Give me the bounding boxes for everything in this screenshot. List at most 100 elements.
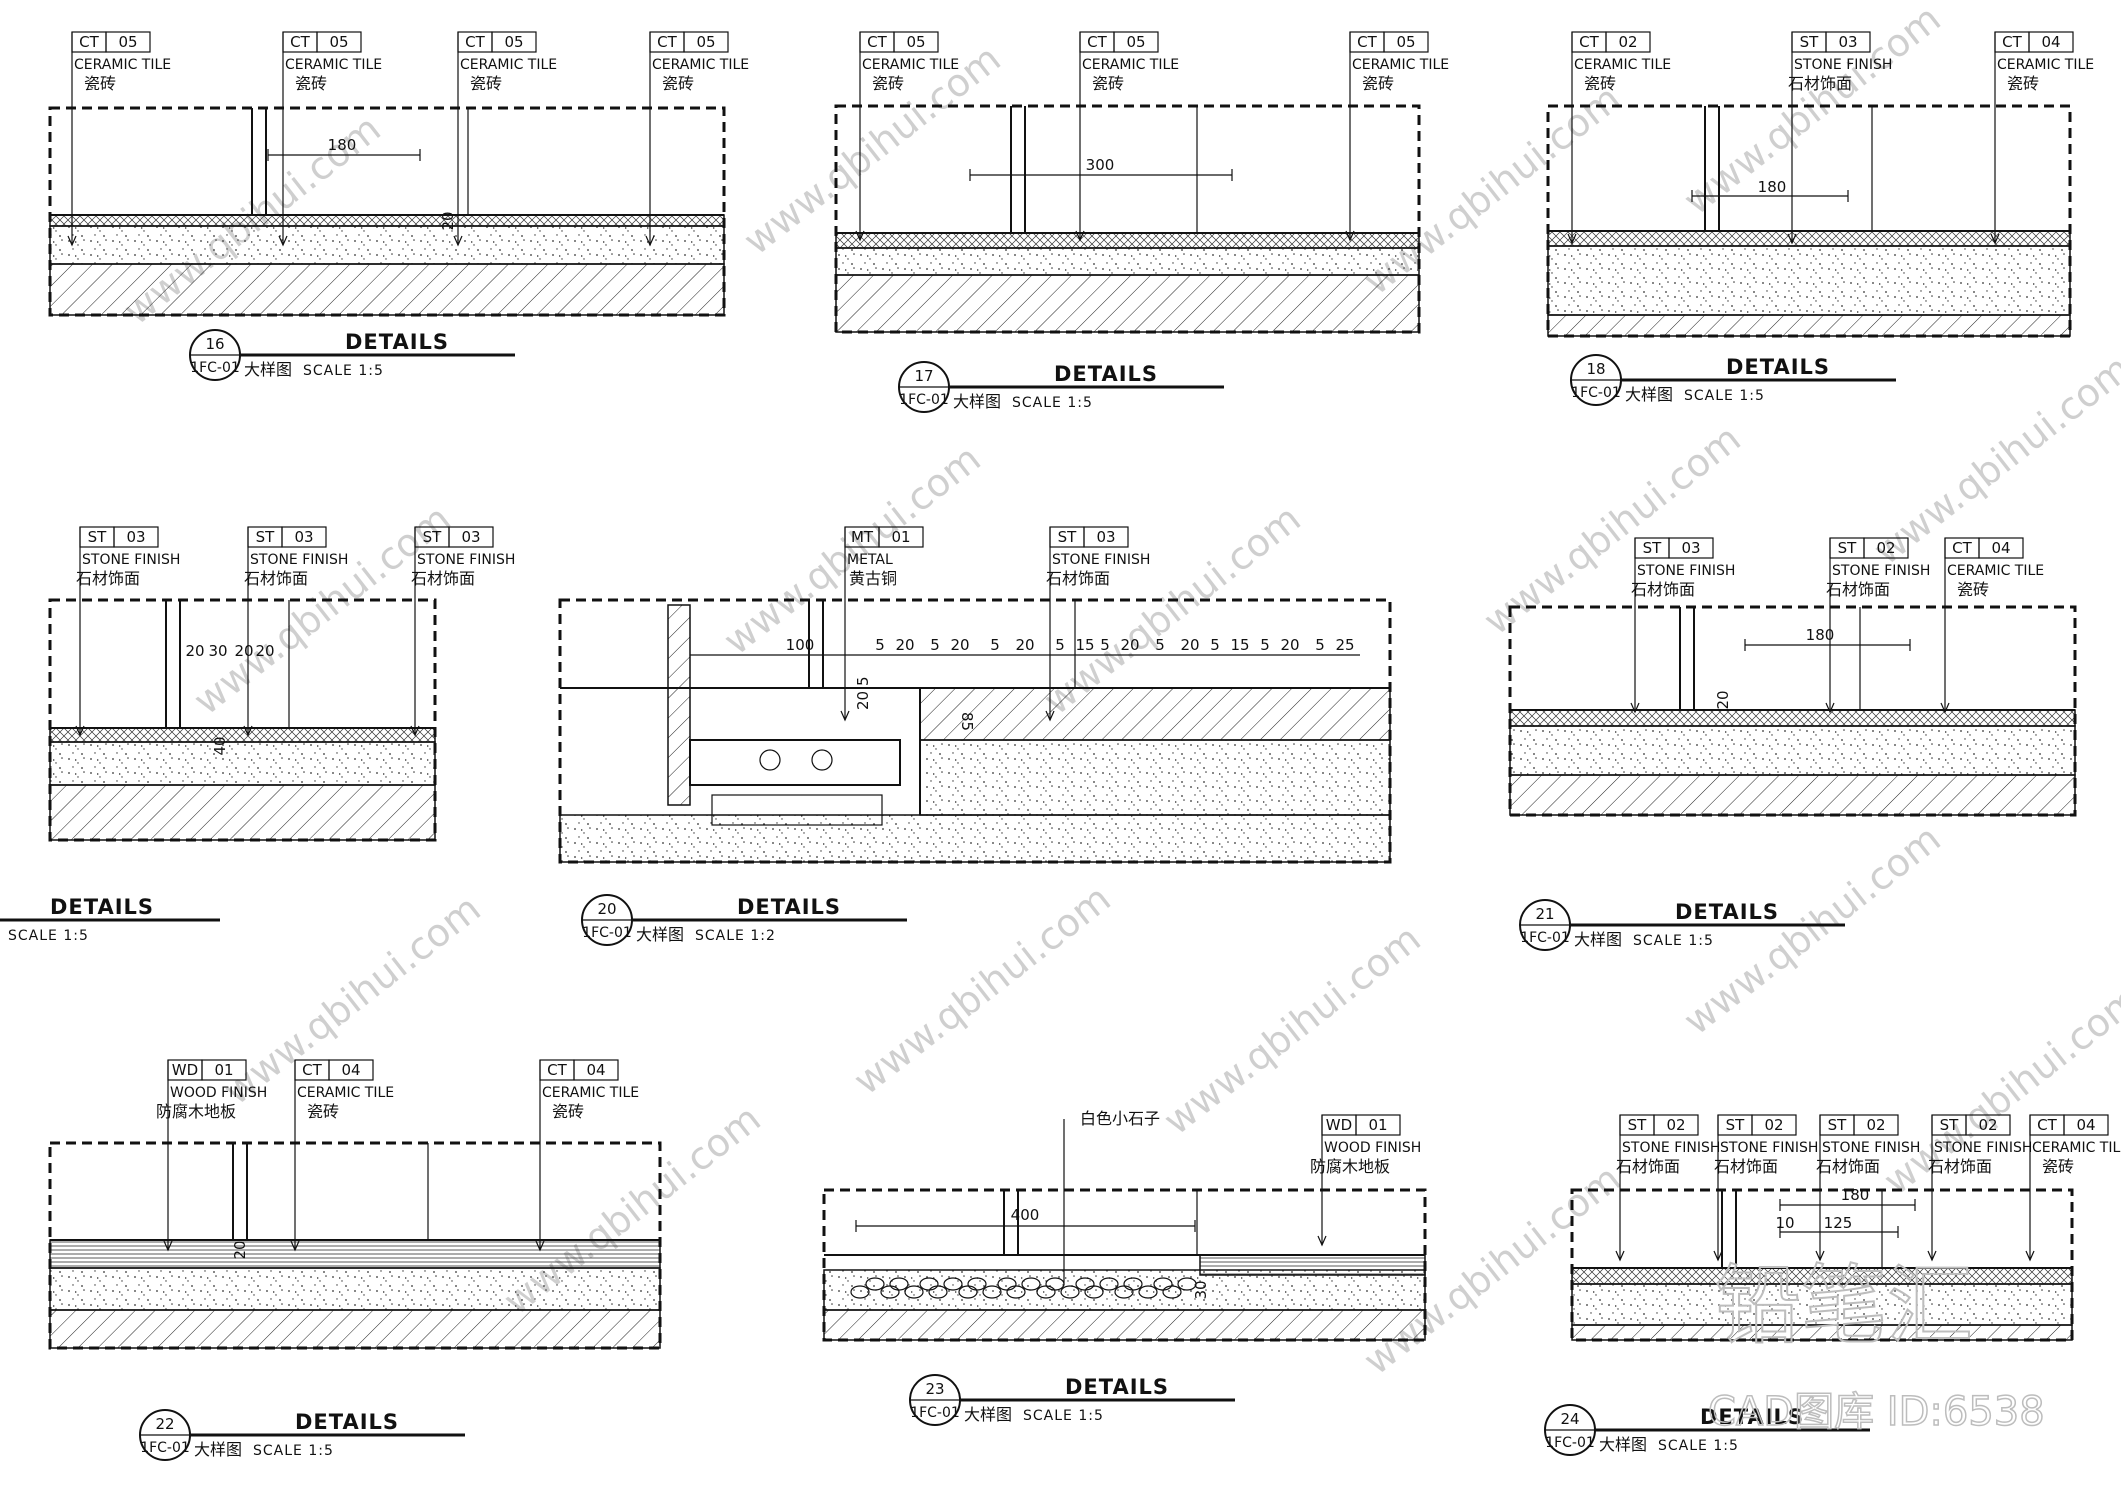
tag-material-en: CERAMIC TILE: [652, 57, 749, 73]
detail-title: DETAILS: [1700, 1405, 1804, 1429]
dimension: 180: [1691, 178, 1849, 202]
detail-sheet-ref: 1FC-01: [1520, 930, 1570, 946]
tag-material-en: CERAMIC TILE: [74, 57, 171, 73]
tag-code: CT: [465, 33, 485, 51]
tag-code: CT: [79, 33, 99, 51]
dimension-value: 180: [328, 136, 357, 154]
tag-code: ST: [256, 528, 276, 546]
dimension: 180: [267, 136, 421, 161]
dimension-value: 20: [1120, 636, 1139, 654]
tag-number-box: [1853, 1114, 1899, 1136]
brand-logo-text: 铅笔汇: [1715, 1256, 1973, 1356]
leader-arrow: [1075, 230, 1085, 242]
detail-frame: [822, 1188, 1427, 1342]
dimension: 20: [439, 211, 457, 230]
tag-material-cn: 瓷砖: [295, 74, 327, 93]
pebble: [1084, 1285, 1104, 1299]
dimension: 20: [255, 642, 274, 660]
tag-number-box: [281, 526, 327, 548]
tag-number: 02: [1978, 1116, 1997, 1134]
detail-subtitle: 大样图: [1574, 930, 1622, 949]
tag-number-box: [1355, 1114, 1401, 1136]
tag-code: CT: [1087, 33, 1107, 51]
detail-number: 16: [205, 335, 224, 353]
tag-number-box: [2028, 31, 2074, 53]
tag-material-en: CERAMIC TILE: [460, 57, 557, 73]
tag-material-cn: 瓷砖: [2007, 74, 2039, 93]
detail-scale: SCALE 1:2: [695, 928, 776, 944]
dimension-value: 20: [1714, 690, 1732, 709]
pebble: [850, 1285, 870, 1299]
tag-material-cn: 石材饰面: [244, 569, 308, 588]
detail-sheet-ref: 1FC-01: [1571, 385, 1621, 401]
detail-title: DETAILS: [1675, 900, 1779, 924]
detail-scale: SCALE 1:5: [1658, 1438, 1739, 1454]
tag-number: 01: [214, 1061, 233, 1079]
tag-material-cn: 石材饰面: [1616, 1157, 1680, 1176]
tag-material-cn: 瓷砖: [1957, 580, 1989, 599]
dimension: 30: [208, 642, 227, 660]
tag-number-box: [1863, 537, 1909, 559]
wall-section: [667, 604, 691, 806]
pebble: [982, 1285, 1002, 1299]
tag-code: WD: [172, 1061, 198, 1079]
tag-number: 02: [1866, 1116, 1885, 1134]
tag-number-box: [893, 31, 939, 53]
tag-number: 04: [1991, 539, 2010, 557]
tag-number-box: [316, 31, 362, 53]
material-layer: [1547, 314, 2071, 337]
dimension-value: 180: [1806, 626, 1835, 644]
dimension-value: 20: [895, 636, 914, 654]
leader-arrow: [163, 1240, 173, 1252]
tag-material-cn: 瓷砖: [1092, 74, 1124, 93]
dimension: 125: [1779, 1214, 1899, 1238]
detail-number: 24: [1560, 1410, 1579, 1428]
tag-material-cn: 石材饰面: [1714, 1157, 1778, 1176]
tag-material-en: STONE FINISH: [1794, 57, 1892, 73]
tag-material-en: CERAMIC TILE: [1082, 57, 1179, 73]
tag-material-cn: 瓷砖: [662, 74, 694, 93]
detail-frame: [558, 598, 1392, 864]
dimension: 20: [1714, 690, 1732, 709]
leader-arrow: [840, 710, 850, 722]
tag-material-en: CERAMIC TILE: [542, 1085, 639, 1101]
tag-material-cn: 瓷砖: [84, 74, 116, 93]
dimension-value: 5: [854, 676, 872, 686]
tag-number-box: [2063, 1114, 2109, 1136]
detail-scale: SCALE 1:5: [303, 363, 384, 379]
dimension: 20: [234, 642, 253, 660]
leader-arrow: [1317, 1235, 1327, 1247]
detail-sheet-ref: 1FC-01: [582, 925, 632, 941]
tag-number: 05: [1396, 33, 1415, 51]
watermark-text: www.qbihui.com: [715, 436, 988, 663]
dimension-value: 15: [1075, 636, 1094, 654]
leader-arrow: [535, 1240, 545, 1252]
detail-subtitle: 大样图: [964, 1405, 1012, 1424]
leader-arrow: [290, 1240, 300, 1252]
material-layer: [49, 1267, 661, 1311]
tag-material-en: STONE FINISH: [1934, 1140, 2032, 1156]
tag-number: 05: [1126, 33, 1145, 51]
material-layer: [835, 232, 1420, 249]
drain-channel: [689, 739, 901, 786]
detail-sheet-ref: 1FC-01: [140, 1440, 190, 1456]
tag-number-box: [573, 1059, 619, 1081]
drain-pipe: [811, 749, 833, 771]
watermark-text: www.qbihui.com: [1475, 416, 1748, 643]
leader-arrow: [1940, 702, 1950, 714]
detail-scale: SCALE 1:5: [1684, 388, 1765, 404]
